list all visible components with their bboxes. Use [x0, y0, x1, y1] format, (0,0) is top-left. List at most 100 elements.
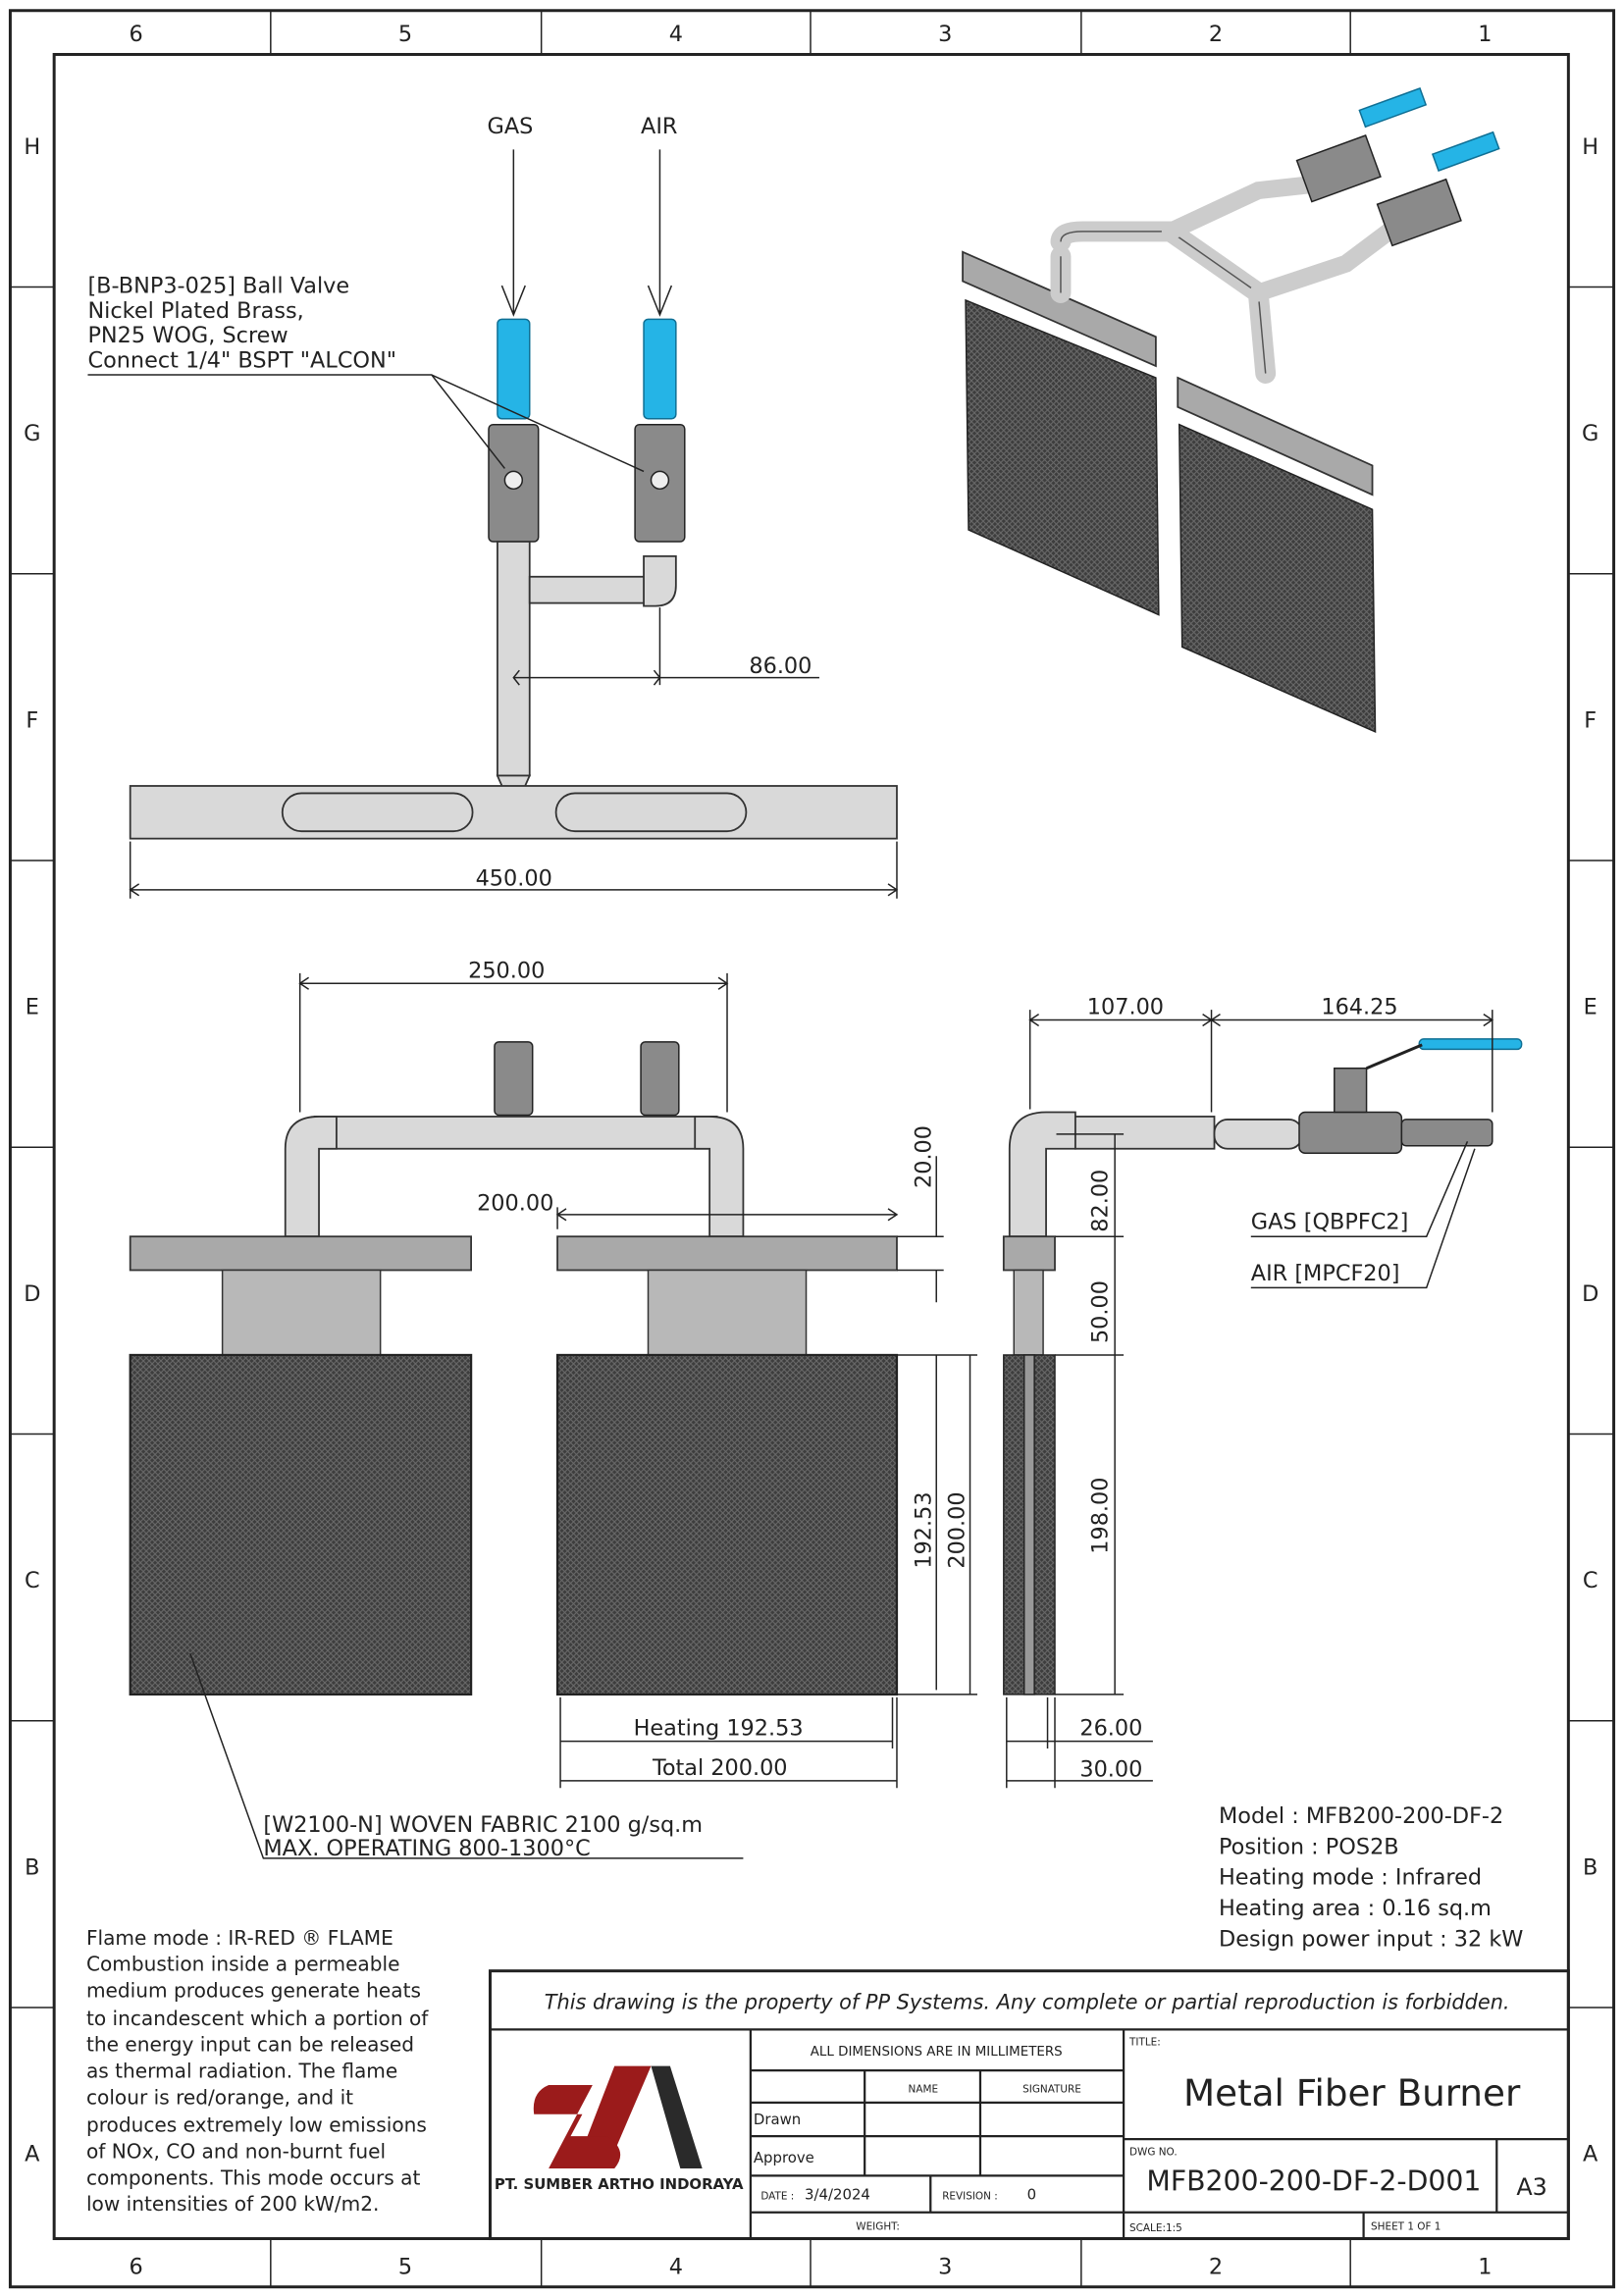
revision-value: 0 [1027, 2185, 1036, 2203]
air-label: AIR [641, 114, 677, 139]
zone-row: H [24, 134, 40, 160]
name-header: NAME [909, 2083, 939, 2095]
zone-col: 5 [398, 2254, 412, 2279]
burner-panel-left [129, 1353, 473, 1696]
flame-note-line: colour is red/orange, and it [86, 2085, 353, 2109]
gas-arrow-icon [500, 149, 526, 317]
dim-82: 82.00 [1088, 1170, 1114, 1232]
dim-86: 86.00 [749, 653, 812, 679]
dim-heating-width: Heating 192.53 [634, 1716, 804, 1742]
zone-row: A [1583, 2142, 1598, 2167]
manifold-tube [129, 785, 898, 840]
zone-row: D [24, 1281, 40, 1307]
drawing-title: Metal Fiber Burner [1183, 2071, 1521, 2114]
zone-col: 1 [1478, 2254, 1492, 2279]
iso-panel-right [1178, 423, 1377, 733]
dim-30: 30.00 [1079, 1756, 1142, 1782]
flame-note-line: low intensities of 200 kW/m2. [86, 2192, 379, 2216]
dim-198: 198.00 [1088, 1478, 1114, 1554]
flame-note-line: produces extremely low emissions [86, 2113, 427, 2137]
title-label: TITLE: [1128, 2037, 1161, 2049]
zone-row: F [26, 707, 38, 733]
zone-columns-top: 6 5 4 3 2 1 [130, 22, 1493, 47]
valve-callout-line: [B-BNP3-025] Ball Valve [87, 274, 349, 299]
flame-note-line: to incandescent which a portion of [86, 2007, 429, 2030]
spec-power: Design power input : 32 kW [1219, 1926, 1523, 1952]
zone-col: 4 [669, 22, 683, 47]
approve-label: Approve [754, 2149, 814, 2166]
zone-col: 3 [938, 2254, 952, 2279]
signature-header: SIGNATURE [1022, 2083, 1081, 2095]
zone-rows-left: H G F E D C B A [24, 134, 40, 2167]
zone-row: B [25, 1854, 39, 1880]
flame-note-line: of NOx, CO and non-burnt fuel [86, 2140, 386, 2164]
valve-callout-line: Nickel Plated Brass, [87, 298, 303, 324]
property-notice: This drawing is the property of PP Syste… [545, 1990, 1510, 2013]
dim-450: 450.00 [476, 865, 552, 891]
side-view: 107.00 164.25 82.00 50.00 198.00 26.00 3… [1002, 995, 1523, 1789]
date-label: DATE : [760, 2190, 794, 2202]
air-valve-handle [643, 318, 677, 420]
spec-heating-area: Heating area : 0.16 sq.m [1219, 1896, 1492, 1921]
flame-note-line: components. This mode occurs at [86, 2166, 421, 2189]
zone-col: 6 [130, 22, 143, 47]
dim-total-width: Total 200.00 [652, 1755, 788, 1781]
iso-handle-gas [1358, 87, 1428, 129]
air-fitting-label: AIR [MPCF20] [1251, 1261, 1400, 1286]
drawn-label: Drawn [754, 2111, 801, 2128]
outer-border [8, 9, 1616, 2289]
revision-label: REVISION : [942, 2190, 998, 2202]
zone-row: E [26, 995, 39, 1020]
top-view: GAS AIR [B-BNP3-025] Ball Valve Nickel P… [87, 114, 899, 899]
zone-dividers [10, 10, 1614, 2287]
zone-col: 5 [398, 22, 412, 47]
spec-list: Model : MFB200-200-DF-2 Position : POS2B… [1219, 1803, 1523, 1952]
dwg-no: MFB200-200-DF-2-D001 [1146, 2165, 1481, 2197]
zone-row: F [1584, 707, 1597, 733]
dim-107: 107.00 [1087, 995, 1164, 1020]
gas-pipe [497, 541, 531, 777]
zone-col: 3 [938, 22, 952, 47]
zone-col: 6 [130, 2254, 143, 2279]
front-view: 250.00 200.00 20.00 192.53 200.00 Heatin… [129, 958, 977, 1861]
dim-164-25: 164.25 [1321, 995, 1397, 1020]
air-arrow-icon [647, 149, 673, 317]
zone-row: E [1584, 995, 1598, 1020]
burner-panel-right [555, 1353, 899, 1696]
dim-20: 20.00 [911, 1125, 936, 1188]
flame-note-line: Flame mode : IR-RED ® FLAME [86, 1926, 393, 1950]
air-branch-pipe [528, 575, 648, 604]
zone-col: 1 [1478, 22, 1492, 47]
date-value: 3/4/2024 [805, 2185, 870, 2203]
flame-note-line: medium produces generate heats [86, 1979, 421, 2003]
units-note: ALL DIMENSIONS ARE IN MILLIMETERS [811, 2045, 1063, 2060]
zone-row: C [25, 1568, 40, 1593]
weight-label: WEIGHT: [856, 2221, 900, 2233]
valve-callout-line: PN25 WOG, Screw [87, 323, 288, 348]
scale-label: SCALE:1:5 [1129, 2222, 1182, 2234]
dim-50: 50.00 [1088, 1280, 1114, 1343]
dim-200-spacing: 200.00 [477, 1190, 553, 1216]
sheet-size: A3 [1516, 2173, 1546, 2201]
iso-panel-left [965, 298, 1160, 616]
gas-label: GAS [488, 114, 534, 139]
flame-note-line: as thermal radiation. The flame [86, 2060, 397, 2083]
zone-row: G [24, 421, 40, 446]
isometric-view [962, 87, 1500, 733]
spec-model: Model : MFB200-200-DF-2 [1219, 1803, 1503, 1829]
zone-col: 4 [669, 2254, 683, 2279]
flame-note-line: the energy input can be released [86, 2033, 414, 2057]
dim-200-height: 200.00 [945, 1491, 970, 1568]
dim-26: 26.00 [1079, 1716, 1142, 1742]
flame-note-line: Combustion inside a permeable [86, 1953, 400, 1976]
zone-columns-bottom: 6 5 4 3 2 1 [130, 2254, 1493, 2279]
zone-row: H [1582, 134, 1598, 160]
zone-row: B [1583, 1854, 1598, 1880]
spec-position: Position : POS2B [1219, 1834, 1399, 1859]
zone-col: 2 [1209, 22, 1223, 47]
dim-250: 250.00 [468, 958, 545, 983]
zone-row: A [25, 2142, 40, 2167]
title-block: This drawing is the property of PP Syste… [488, 1969, 1570, 2241]
zone-row: D [1582, 1281, 1598, 1307]
